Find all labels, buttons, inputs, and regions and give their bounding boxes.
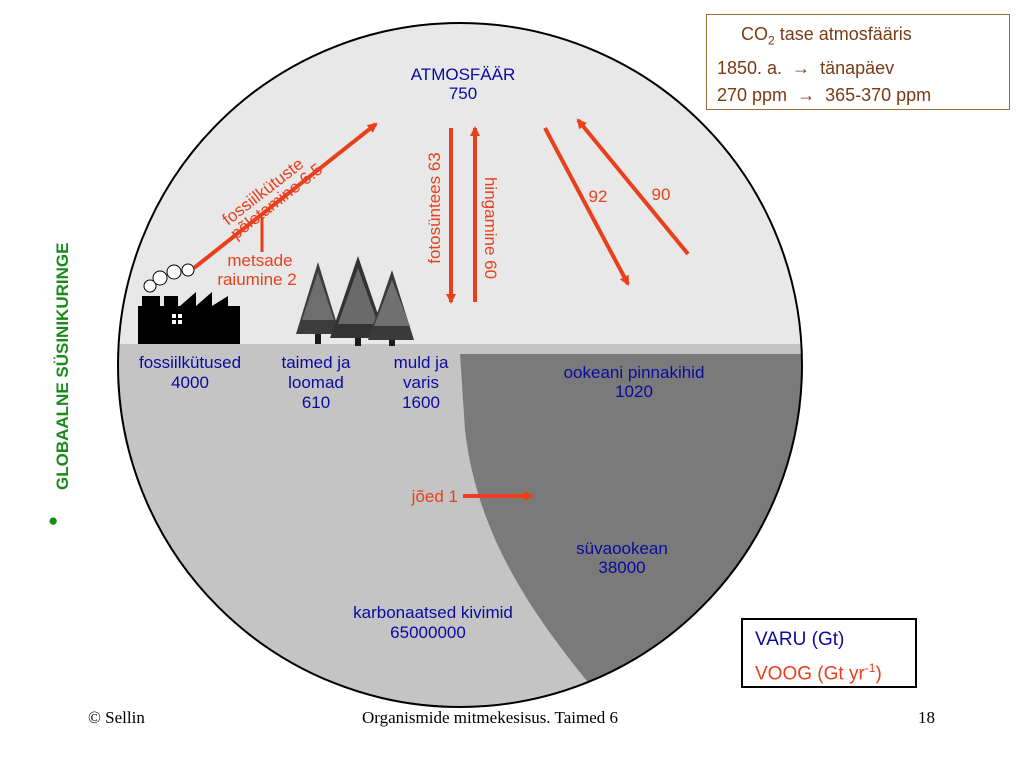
carbonate-rocks-label: karbonaatsed kivimid [353,603,513,622]
year-now: tänapäev [820,57,895,78]
ocean-surface-value: 1020 [615,382,653,401]
deep-ocean-value: 38000 [598,558,645,577]
ocean-uptake-label: 92 [589,187,608,206]
ocean-surface-label: ookeani pinnakihid [564,363,705,382]
soil-litter-label-line1: muld ja [394,353,449,372]
photosynthesis-label: fotosüntees 63 [425,152,444,264]
side-title-bullet: ● [48,511,58,530]
year-start: 1850. a. [717,57,783,78]
legend-box: VARU (Gt) VOOG (Gt yr-1) [741,618,917,688]
legend-flux-text: VOOG (Gt yr [755,663,865,685]
right-arrow-icon: → [797,84,816,105]
rivers-label: jõed 1 [411,487,458,506]
plants-animals-value: 610 [302,393,330,412]
plants-animals-label-line1: taimed ja [282,353,352,372]
fossil-fuels-label: fossiilkütused [139,353,241,372]
fossil-fuels-value: 4000 [171,373,209,392]
co2-row-years: 1850. a. → tänapäev [717,55,1009,82]
co2-title-rest: tase atmosfääris [774,24,912,44]
tree-icon [368,270,414,346]
deep-ocean-label: süvaookean [576,539,668,558]
ocean-release-arrow [576,118,690,256]
factory-icon [138,263,240,344]
footer-page-number: 18 [918,708,935,727]
co2-subscript: 2 [768,33,775,48]
co2-box-title: CO2 tase atmosfääris [717,21,1009,55]
co2-row-ppm: 270 ppm → 365-370 ppm [717,82,1009,109]
legend-stock: VARU (Gt) [755,629,845,650]
footer-title: Organismide mitmekesisus. Taimed 6 [362,708,618,727]
carbonate-rocks-value: 65000000 [390,623,466,642]
cycle-outline [117,22,803,708]
footer-author: © Sellin [88,708,145,727]
ppm-start: 270 ppm [717,84,788,105]
side-title: GLOBAALNE SÜSINIKURINGE [53,243,72,490]
plants-animals-label-line2: loomad [288,373,344,392]
soil-litter-value: 1600 [402,393,440,412]
right-arrow-icon: → [792,57,811,78]
ocean-release-label: 90 [652,185,671,204]
ocean-uptake-arrow [543,127,630,286]
ppm-now: 365-370 ppm [825,84,932,105]
respiration-label: hingamine 60 [481,177,500,279]
legend-flux-superscript: -1 [864,661,876,675]
soil-litter-label-line2: varis [403,373,439,392]
atmosphere-label: ATMOSFÄÄR [411,65,516,84]
tree-icon [296,262,340,344]
co2-level-box: CO2 tase atmosfääris 1850. a.→tänapäev 2… [706,14,1010,110]
legend-flux-close: ) [875,663,882,685]
legend-flux: VOOG (Gt yr-1) [755,654,915,688]
fossil-burning-arrow [192,122,378,270]
atmosphere-value: 750 [449,84,477,103]
deforestation-label-line2: raiumine 2 [217,270,296,289]
forest-icon [296,256,414,346]
co2-title-text: CO [741,24,768,44]
deforestation-label-line1: metsade [227,251,292,270]
tree-icon [330,256,386,346]
